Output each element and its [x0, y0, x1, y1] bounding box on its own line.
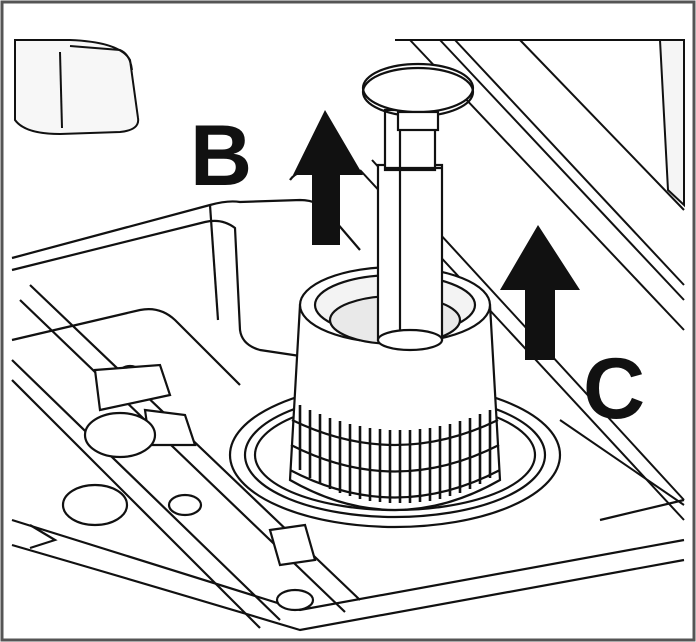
up-arrow-icon-c [500, 225, 580, 360]
top-right-panel [395, 39, 685, 208]
up-arrow-icon-b [293, 110, 363, 245]
suction-hose [11, 284, 361, 629]
label-c: C [583, 341, 645, 437]
pipe-cap [361, 62, 475, 132]
overflow-pipe [376, 108, 444, 352]
label-b: B [190, 108, 252, 204]
filter-slots [298, 405, 492, 503]
top-left-housing [14, 39, 140, 136]
tank-basin [11, 167, 685, 632]
